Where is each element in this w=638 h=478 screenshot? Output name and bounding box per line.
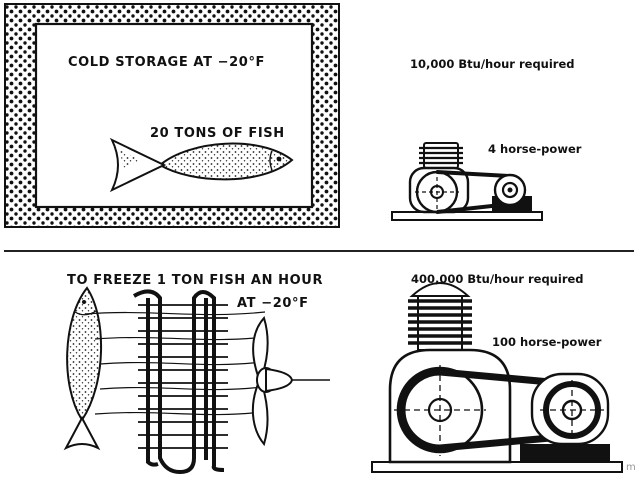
stored-fish (109, 137, 294, 193)
small-horsepower-label: 4 horse-power (488, 142, 582, 156)
coil-fins (138, 304, 228, 449)
small-compressor-unit (391, 142, 543, 221)
freeze-rate-label: TO FREEZE 1 TON FISH AN HOUR (67, 273, 324, 288)
storage-title: COLD STORAGE AT −20°F (68, 55, 266, 70)
freeze-temperature-label: AT −20°F (237, 296, 309, 311)
large-btu-label: 400,000 Btu/hour required (411, 272, 584, 286)
fish-quantity-label: 20 TONS OF FISH (150, 126, 285, 141)
large-compressor-unit (371, 282, 623, 473)
storage-interior (34, 22, 314, 209)
air-flow-lines (84, 311, 266, 416)
large-horsepower-label: 100 horse-power (492, 335, 602, 349)
small-btu-label: 10,000 Btu/hour required (410, 57, 575, 71)
corner-mark: m (626, 462, 636, 473)
cold-storage-room (4, 3, 340, 228)
freezing-coils (132, 289, 225, 475)
hanging-fish (63, 286, 103, 451)
fan-propeller (251, 316, 330, 447)
